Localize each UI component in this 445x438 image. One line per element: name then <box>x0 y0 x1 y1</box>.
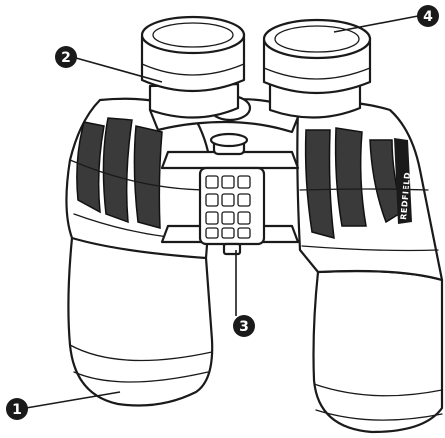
right-eyecup <box>262 18 372 119</box>
right-objective-barrel <box>312 269 444 434</box>
callout-1-marker <box>6 398 28 420</box>
callout-4-label: 4 <box>423 9 433 25</box>
callout-2: 2 <box>55 46 163 83</box>
callout-3-marker <box>233 315 255 337</box>
callout-2-label: 2 <box>61 50 71 66</box>
brand-plate <box>394 138 412 224</box>
callout-3-label: 3 <box>239 319 249 335</box>
callout-1-label: 1 <box>12 402 22 418</box>
right-body: REDFIELD <box>296 101 444 282</box>
callout-2-marker <box>55 46 77 68</box>
callout-4-marker <box>417 5 439 27</box>
callout-1: 1 <box>6 391 121 420</box>
callout-4: 4 <box>333 5 439 33</box>
callout-3: 3 <box>233 250 255 337</box>
focus-wheel <box>198 132 266 256</box>
left-eyecup <box>140 15 246 119</box>
left-objective-barrel <box>67 236 214 407</box>
brand-label: REDFIELD <box>399 172 412 221</box>
